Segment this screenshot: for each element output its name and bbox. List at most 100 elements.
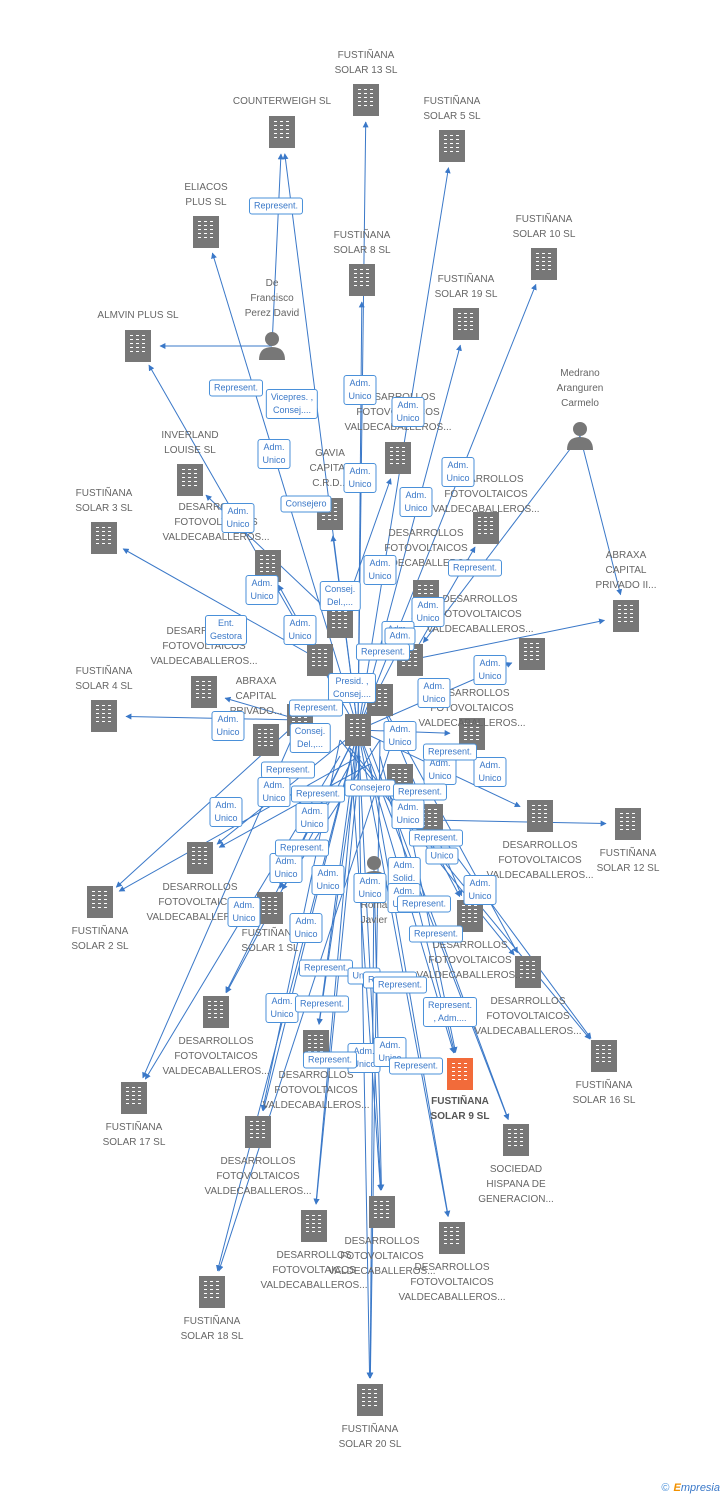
building-icon[interactable] — [349, 264, 375, 296]
building-icon[interactable] — [91, 522, 117, 554]
company-name[interactable]: ELIACOS PLUS SL — [184, 182, 228, 208]
relation-label[interactable]: Represent. — [447, 559, 503, 577]
company-name[interactable]: DESARROLLOS FOTOVOLTAICOS VALDECABALLERO… — [416, 940, 524, 981]
building-icon[interactable] — [193, 216, 219, 248]
building-icon[interactable] — [515, 956, 541, 988]
company-name[interactable]: FUSTIÑANA SOLAR 9 SL — [430, 1096, 490, 1122]
relation-label[interactable]: Represent. — [408, 925, 464, 943]
relation-label[interactable]: Adm. Unico — [363, 555, 397, 585]
building-icon[interactable] — [245, 1116, 271, 1148]
relation-label[interactable]: Adm. Unico — [289, 913, 323, 943]
building-icon[interactable] — [87, 886, 113, 918]
person-name[interactable]: Roma Javier — [360, 900, 388, 926]
building-icon[interactable] — [369, 1196, 395, 1228]
building-icon[interactable] — [457, 900, 483, 932]
relation-label[interactable]: Adm. Unico — [411, 597, 445, 627]
company-name[interactable]: FUSTIÑANA SOLAR 19 SL — [434, 274, 498, 300]
relation-label[interactable]: Adm. Unico — [441, 457, 475, 487]
company-name[interactable]: DESARROLLOS FOTOVOLTAICOS VALDECABALLERO… — [418, 688, 526, 729]
relation-label[interactable]: Adm. Unico — [283, 615, 317, 645]
company-name[interactable]: DESARROLLOS FOTOVOLTAICOS VALDECABALLERO… — [150, 626, 258, 667]
company-name[interactable]: ABRAXA CAPITAL PRIVADO... — [229, 676, 283, 717]
building-icon[interactable] — [307, 644, 333, 676]
building-icon[interactable] — [203, 996, 229, 1028]
relation-label[interactable]: Adm. Unico — [383, 721, 417, 751]
company-name[interactable]: ABRAXA CAPITAL PRIVADO II... — [595, 550, 657, 591]
relation-label[interactable]: Adm. Unico — [391, 799, 425, 829]
building-icon[interactable] — [91, 700, 117, 732]
company-name[interactable]: GAVIA CAPITAL C.R.D... — [309, 448, 351, 489]
relation-label[interactable]: Consej. Del.,... — [319, 581, 361, 611]
building-icon[interactable] — [613, 600, 639, 632]
relation-label[interactable]: Represent. — [290, 785, 346, 803]
relation-label[interactable]: Adm. Unico — [221, 503, 255, 533]
company-name[interactable]: FUSTIÑANA SOLAR 16 SL — [572, 1080, 636, 1106]
building-icon[interactable] — [177, 464, 203, 496]
relation-label[interactable]: Adm. Unico — [295, 803, 329, 833]
company-name[interactable]: FUSTIÑANA SOLAR 5 SL — [423, 96, 481, 122]
company-name[interactable]: DESARROLLOS FOTOVOLTAICOS VALDECABALLERO… — [486, 840, 594, 881]
relation-label[interactable]: Represent. — [302, 1051, 358, 1069]
person-icon[interactable] — [567, 422, 593, 450]
company-name[interactable]: SOCIEDAD HISPANA DE GENERACION... — [478, 1164, 554, 1205]
person-icon[interactable] — [259, 332, 285, 360]
building-icon[interactable] — [253, 724, 279, 756]
relation-label[interactable]: Adm. Unico — [227, 897, 261, 927]
relation-label[interactable]: Unico — [425, 847, 459, 865]
relation-label[interactable]: Adm. Unico — [269, 853, 303, 883]
relation-label[interactable]: Ent. Gestora — [204, 615, 248, 645]
relation-label[interactable]: Represent. — [288, 699, 344, 717]
building-icon[interactable] — [447, 1058, 473, 1090]
building-icon[interactable] — [191, 676, 217, 708]
company-name[interactable]: DESARROLLOS FOTOVOLTAICOS VALDECABALLERO… — [474, 996, 582, 1037]
building-icon[interactable] — [615, 808, 641, 840]
building-icon[interactable] — [301, 1210, 327, 1242]
relation-label[interactable]: Represent. , Adm.... — [422, 997, 478, 1027]
building-icon[interactable] — [199, 1276, 225, 1308]
company-name[interactable]: FUSTIÑANA SOLAR 20 SL — [338, 1424, 402, 1450]
relation-label[interactable]: Adm. Unico — [209, 797, 243, 827]
relation-label[interactable]: Represent. — [248, 197, 304, 215]
relation-label[interactable]: Adm. Unico — [265, 993, 299, 1023]
relation-label[interactable]: Represent. — [396, 895, 452, 913]
building-icon[interactable] — [439, 1222, 465, 1254]
building-icon[interactable] — [121, 1082, 147, 1114]
relation-label[interactable]: Vicepres. , Consej.... — [265, 389, 319, 419]
relation-label[interactable]: Represent. — [355, 643, 411, 661]
company-name[interactable]: FUSTIÑANA SOLAR 2 SL — [71, 926, 129, 952]
relation-label[interactable]: Adm. Unico — [463, 875, 497, 905]
relation-label[interactable]: Adm. Unico — [391, 397, 425, 427]
company-name[interactable]: DESARROLLOS FOTOVOLTAICOS VALDECABALLERO… — [204, 1156, 312, 1197]
building-icon[interactable] — [125, 330, 151, 362]
company-name[interactable]: FUSTIÑANA SOLAR 10 SL — [512, 214, 576, 240]
company-name[interactable]: DESARROLLOS FOTOVOLTAICOS VALDECABALLERO… — [162, 502, 270, 543]
relation-label[interactable]: Adm. Unico — [343, 463, 377, 493]
company-name[interactable]: DESARROLLOS FOTOVOLTAICOS VALDECABALLERO… — [162, 1036, 270, 1077]
company-name[interactable]: ALMVIN PLUS SL — [97, 310, 179, 321]
relation-label[interactable]: Adm. — [384, 627, 416, 645]
relation-label[interactable]: Represent. — [372, 976, 428, 994]
relation-label[interactable]: Adm. Unico — [257, 439, 291, 469]
company-name[interactable]: DESARROLLOS FOTOVOLTAICOS VALDECABALLERO… — [398, 1262, 506, 1303]
relation-label[interactable]: Adm. Unico — [353, 873, 387, 903]
company-name[interactable]: DESARROLLOS FOTOVOLTAICOS VALDECABALLERO… — [432, 474, 540, 515]
company-name[interactable]: DESARROLLOS FOTOVOLTAICOS VALDECABALLERO… — [372, 528, 480, 569]
relation-label[interactable]: Represent. — [274, 839, 330, 857]
relation-label[interactable]: Adm. Unico — [343, 375, 377, 405]
company-name[interactable]: DESARROLLOS FOTOVOLTAICOS VALDECABALLERO… — [328, 1236, 436, 1277]
relation-label[interactable]: Represent. — [392, 783, 448, 801]
relation-label[interactable]: Adm. Unico — [245, 575, 279, 605]
relation-label[interactable]: Adm. Solid. — [387, 857, 421, 887]
building-icon[interactable] — [473, 512, 499, 544]
building-icon[interactable] — [257, 892, 283, 924]
relation-label[interactable]: Consej. Del.,... — [289, 723, 331, 753]
relation-label[interactable]: Adm. Unico — [417, 678, 451, 708]
company-name[interactable]: FUSTIÑANA SOLAR 12 SL — [596, 848, 660, 874]
relation-label[interactable]: Represent. — [408, 829, 464, 847]
company-name[interactable]: COUNTERWEIGH SL — [232, 96, 332, 107]
relation-label[interactable]: Consejero — [280, 495, 332, 513]
building-icon[interactable] — [269, 116, 295, 148]
relation-label[interactable]: Represent. — [294, 995, 350, 1013]
relation-label[interactable]: Consejero — [344, 779, 396, 797]
building-icon[interactable] — [439, 130, 465, 162]
